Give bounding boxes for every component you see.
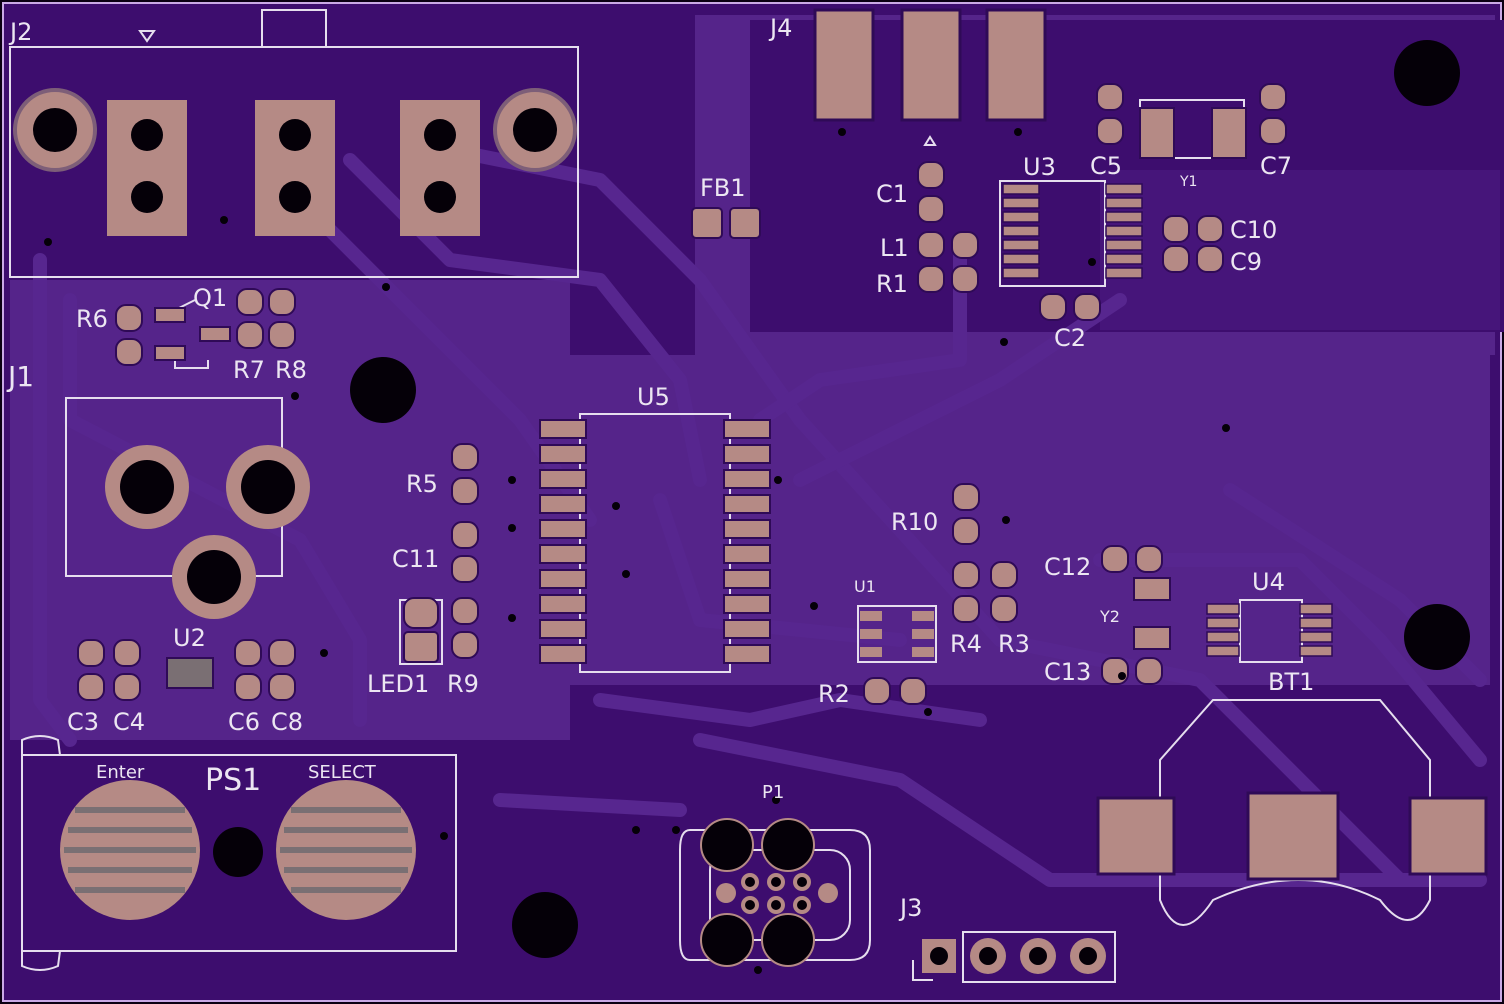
label-c2: C2 xyxy=(1054,324,1086,352)
label-ps1: PS1 xyxy=(205,763,261,798)
j2-pads xyxy=(13,88,577,236)
mounting-hole xyxy=(350,357,416,423)
label-fb1: FB1 xyxy=(700,174,746,202)
label-r9: R9 xyxy=(447,670,479,698)
mounting-holes xyxy=(350,40,1470,958)
u5-outline xyxy=(579,413,731,673)
label-u2: U2 xyxy=(173,624,206,652)
mounting-hole xyxy=(1394,40,1460,106)
label-r10: R10 xyxy=(891,508,938,536)
label-c7: C7 xyxy=(1260,152,1292,180)
u5-pads xyxy=(539,419,771,664)
ps1-tab xyxy=(21,735,61,971)
label-j1: J1 xyxy=(6,360,34,393)
label-p1: P1 xyxy=(762,782,784,803)
label-y2: Y2 xyxy=(1099,607,1120,626)
label-r4: R4 xyxy=(950,630,982,658)
label-q1: Q1 xyxy=(193,284,227,312)
j4-pin1-marker xyxy=(923,135,937,146)
label-y1: Y1 xyxy=(1179,174,1197,190)
label-u5: U5 xyxy=(637,383,670,411)
label-u3: U3 xyxy=(1023,153,1056,181)
u1-pads xyxy=(860,611,934,657)
pin1-marker xyxy=(138,30,156,43)
label-u4: U4 xyxy=(1252,568,1285,596)
u1-outline xyxy=(857,605,937,663)
label-l1: L1 xyxy=(880,234,909,262)
label-r5: R5 xyxy=(406,470,438,498)
label-j2: J2 xyxy=(8,18,32,46)
mounting-hole xyxy=(1404,604,1470,670)
label-u1: U1 xyxy=(854,577,876,596)
u4-pads xyxy=(1206,603,1333,657)
p1-outline xyxy=(679,829,871,961)
mounting-hole xyxy=(512,892,578,958)
j3-pin1-corner xyxy=(912,960,933,981)
label-c1: C1 xyxy=(876,180,908,208)
vias xyxy=(44,128,1230,974)
label-r3: R3 xyxy=(998,630,1030,658)
label-j4: J4 xyxy=(768,14,792,42)
label-c5: C5 xyxy=(1090,152,1122,180)
silkscreen-labels: J2 J4 J1 J3 FB1 Q1 R6 R7 R8 C1 L1 R1 U3 … xyxy=(6,14,1314,922)
label-bt1: BT1 xyxy=(1268,668,1314,696)
label-c9: C9 xyxy=(1230,248,1262,276)
u4-outline xyxy=(1239,599,1303,663)
label-c10: C10 xyxy=(1230,216,1277,244)
label-j3: J3 xyxy=(898,894,922,922)
j1-pads xyxy=(105,445,310,619)
j4-pads xyxy=(813,8,1047,122)
label-r7: R7 xyxy=(233,356,265,384)
label-c6: C6 xyxy=(228,708,260,736)
label-c11: C11 xyxy=(392,545,439,573)
label-r6: R6 xyxy=(76,305,108,333)
j3-outline xyxy=(962,931,1116,983)
label-c8: C8 xyxy=(271,708,303,736)
label-c12: C12 xyxy=(1044,553,1091,581)
label-r8: R8 xyxy=(275,356,307,384)
label-led1: LED1 xyxy=(367,670,429,698)
ps1-buttons xyxy=(60,780,416,920)
label-select: SELECT xyxy=(308,762,377,783)
label-c13: C13 xyxy=(1044,658,1091,686)
copper-zone-islands xyxy=(750,20,1504,332)
u3-pads xyxy=(1002,183,1143,279)
p1-connector xyxy=(700,818,838,967)
ps1-outline xyxy=(21,754,457,952)
u3-outline xyxy=(999,180,1106,287)
label-r1: R1 xyxy=(876,270,908,298)
j3-pins xyxy=(922,938,1106,974)
passive-pads xyxy=(77,83,1287,705)
label-enter: Enter xyxy=(96,762,145,783)
label-c3: C3 xyxy=(67,708,99,736)
label-r2: R2 xyxy=(818,680,850,708)
j2-tab xyxy=(261,9,327,48)
label-c4: C4 xyxy=(113,708,145,736)
bt1-pads xyxy=(1096,791,1488,881)
